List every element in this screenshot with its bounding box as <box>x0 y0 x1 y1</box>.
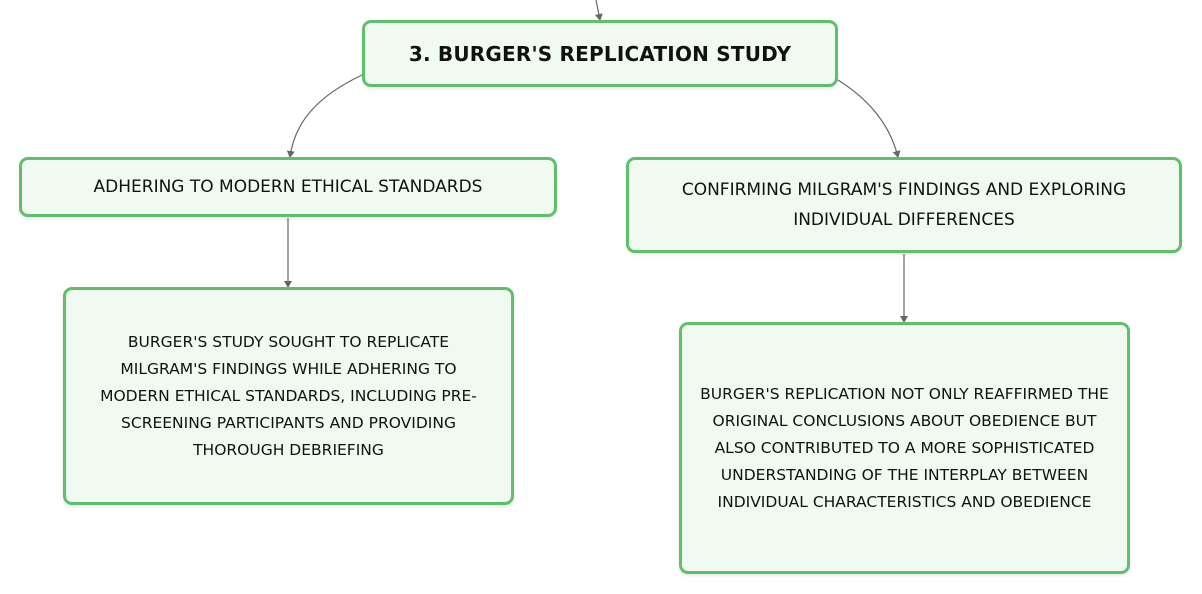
connector-root-to-branch-right <box>837 79 901 158</box>
branch-node-label: ADHERING TO MODERN ETHICAL STANDARDS <box>93 177 483 197</box>
branch-node-confirming-findings[interactable]: CONFIRMING MILGRAM'S FINDINGS AND EXPLOR… <box>626 157 1182 253</box>
branch-node-label: CONFIRMING MILGRAM'S FINDINGS AND EXPLOR… <box>681 180 1127 230</box>
detail-node-text: BURGER'S REPLICATION NOT ONLY REAFFIRMED… <box>700 384 1109 511</box>
detail-node-confirming-findings[interactable]: BURGER'S REPLICATION NOT ONLY REAFFIRMED… <box>679 322 1130 574</box>
connector-incoming-root <box>594 0 603 21</box>
branch-node-ethical-standards[interactable]: ADHERING TO MODERN ETHICAL STANDARDS <box>19 157 557 217</box>
detail-node-text: BURGER'S STUDY SOUGHT TO REPLICATE MILGR… <box>100 332 477 459</box>
root-node[interactable]: 3. BURGER'S REPLICATION STUDY <box>362 20 838 87</box>
connector-root-to-branch-left <box>286 74 363 158</box>
root-node-label: 3. BURGER'S REPLICATION STUDY <box>408 41 792 66</box>
detail-node-ethical-standards[interactable]: BURGER'S STUDY SOUGHT TO REPLICATE MILGR… <box>63 287 514 505</box>
